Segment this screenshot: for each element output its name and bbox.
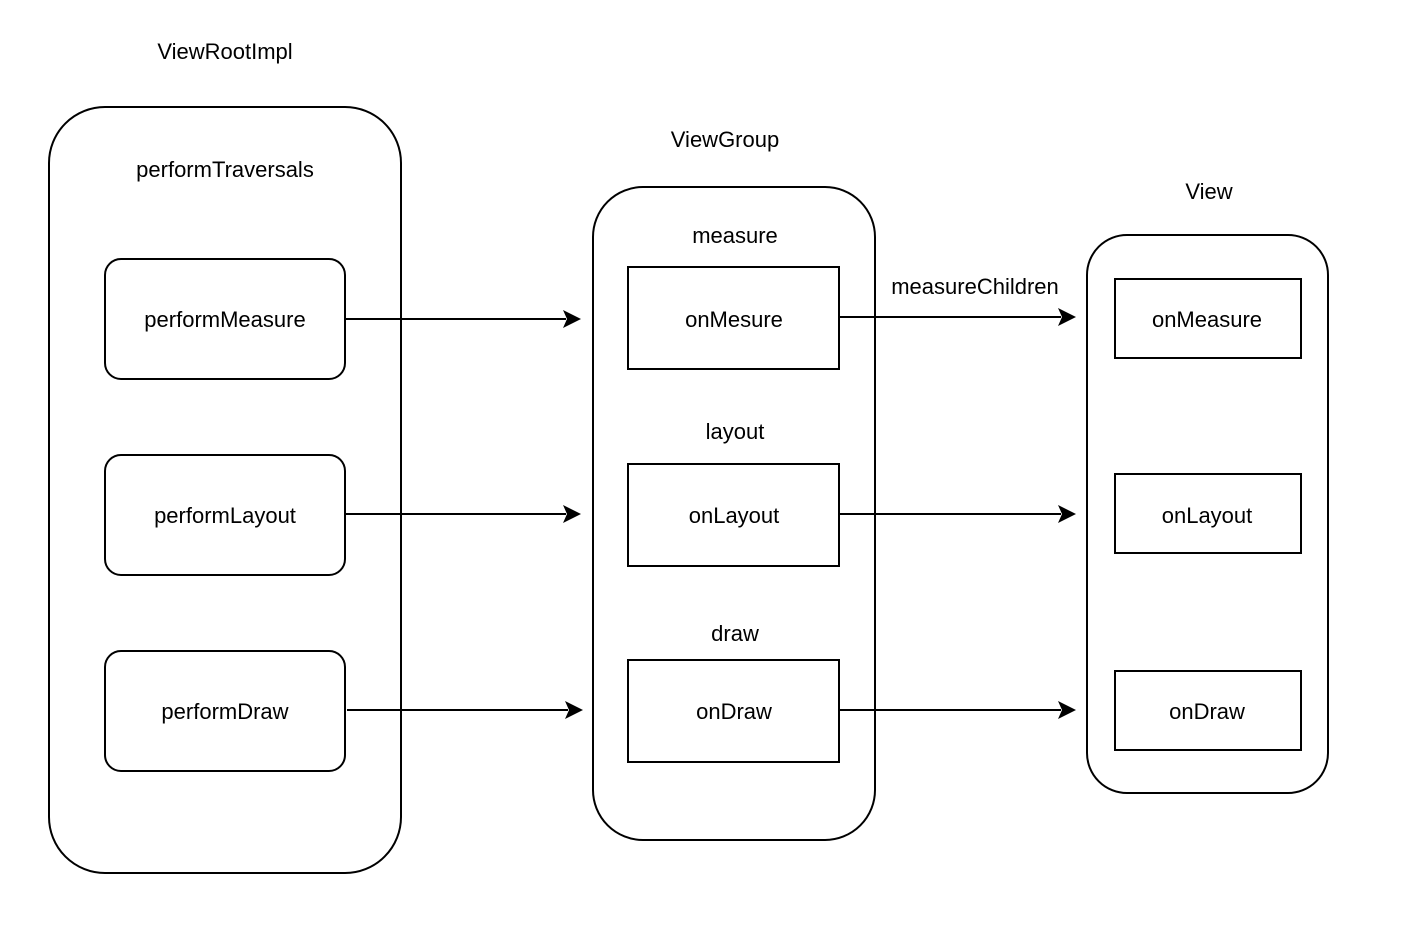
viewgroup-on-layout-label: onLayout [689,503,780,528]
perform-measure-label: performMeasure [144,307,305,332]
on-mesure-node[interactable] [627,266,840,370]
measure-children-edge-label: measureChildren [891,274,1059,299]
arrowhead-perform-draw [565,701,583,719]
perform-traversals-label: performTraversals [136,157,314,182]
view-on-measure-node[interactable] [1114,278,1302,359]
arrowhead-view-on-layout [1058,505,1076,523]
on-mesure-label: onMesure [685,307,783,332]
viewgroup-title: ViewGroup [671,127,779,152]
measure-section-label: measure [692,223,778,248]
view-on-layout-node[interactable] [1114,473,1302,554]
arrowhead-perform-measure [563,310,581,328]
viewgroup-on-draw-node[interactable] [627,659,840,763]
arrowhead-perform-layout [563,505,581,523]
view-on-draw-label: onDraw [1169,699,1245,724]
view-on-measure-label: onMeasure [1152,307,1262,332]
arrowhead-measure-children [1058,308,1076,326]
viewgroup-on-layout-node[interactable] [627,463,840,567]
perform-layout-label: performLayout [154,503,296,528]
viewgroup-on-draw-label: onDraw [696,699,772,724]
layout-section-label: layout [706,419,765,444]
viewrootimpl-title: ViewRootImpl [157,39,292,64]
view-title: View [1185,179,1232,204]
perform-draw-label: performDraw [161,699,288,724]
view-on-layout-label: onLayout [1162,503,1253,528]
arrowhead-view-on-draw [1058,701,1076,719]
view-on-draw-node[interactable] [1114,670,1302,751]
draw-section-label: draw [711,621,759,646]
perform-draw-node[interactable] [104,650,346,772]
